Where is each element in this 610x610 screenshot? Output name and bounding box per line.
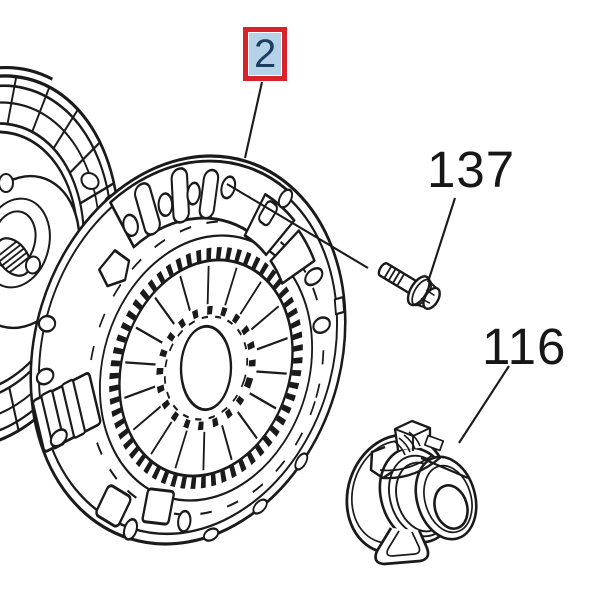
part-label-116[interactable]: 116 [482,318,567,375]
callout-number-2: 2 [249,33,282,75]
clutch-cover-drawing[interactable] [0,117,392,584]
release-bearing-drawing[interactable] [332,419,486,566]
leader-line-bolt-hole [226,183,369,269]
leader-line-116 [458,365,510,444]
leader-line-137 [427,197,456,283]
flange-bolt-drawing[interactable] [372,254,445,315]
part-label-137[interactable]: 137 [427,141,516,198]
diaphragm-spring [87,220,325,516]
leader-line-callout-2 [243,81,264,159]
damper-spring [0,237,32,277]
callout-box-2[interactable]: 2 [243,27,288,81]
